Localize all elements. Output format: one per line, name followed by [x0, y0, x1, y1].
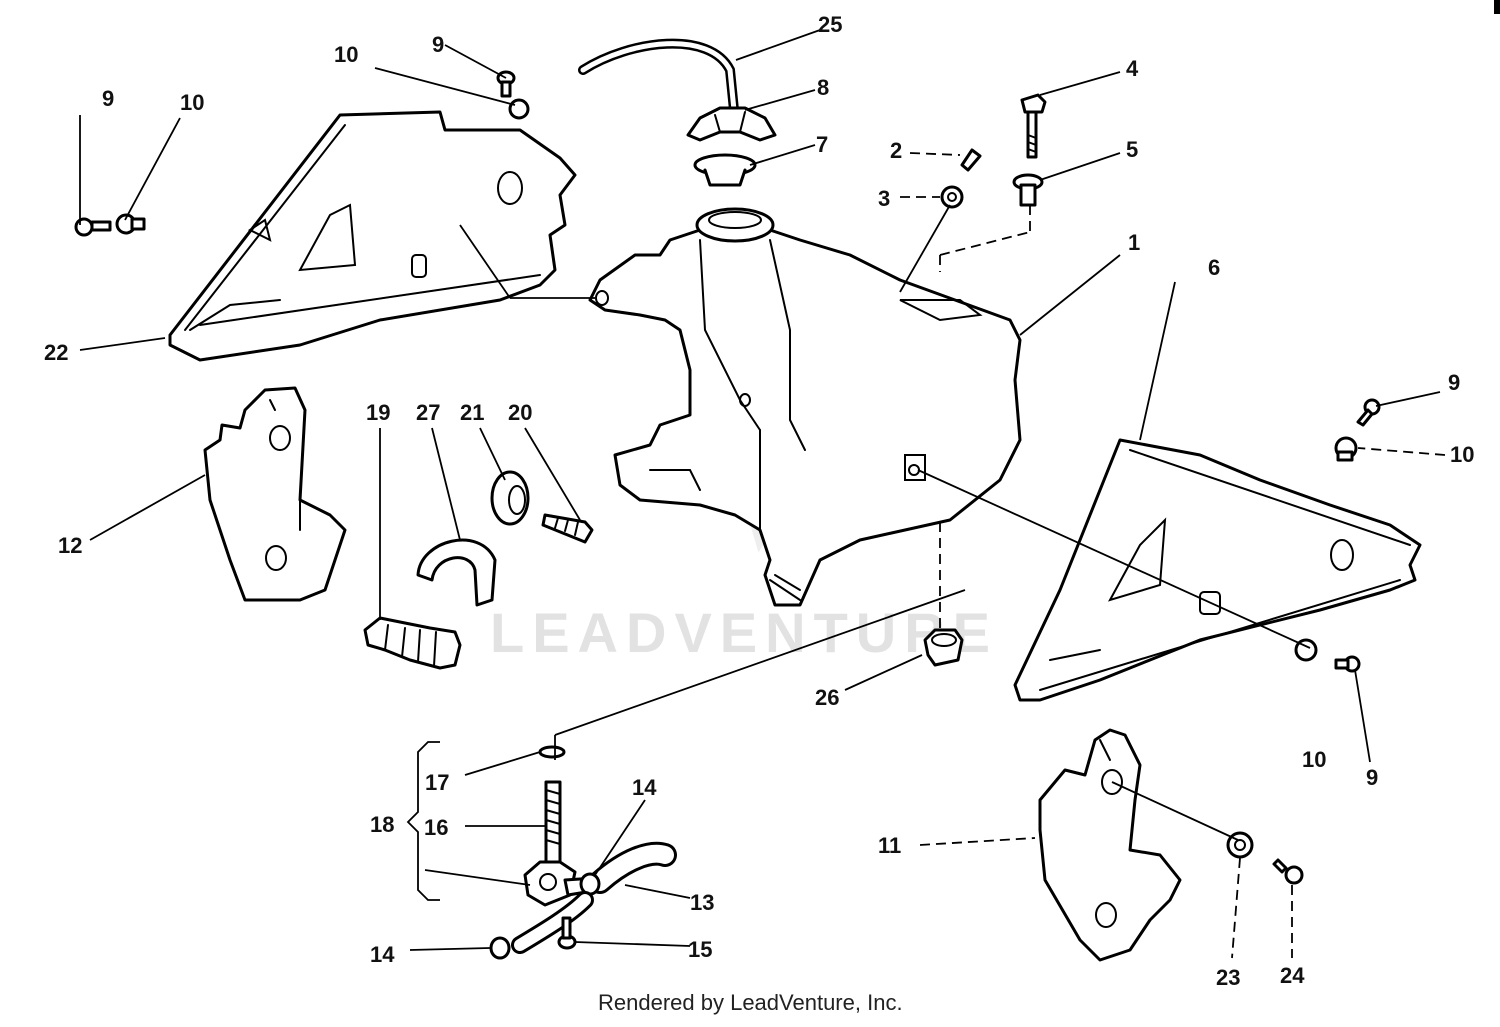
- callouts: 25 8 7 2 3 4 5 1 6 9 10 9 10 22 12 19 27…: [44, 12, 1474, 990]
- callout-7: 7: [816, 132, 828, 157]
- nut-10-left[interactable]: [115, 213, 146, 235]
- callout-9-top: 9: [432, 32, 444, 57]
- screw-2[interactable]: [960, 148, 982, 172]
- grommet-26[interactable]: [923, 628, 964, 667]
- watermark: LEADVENTURE: [490, 601, 998, 664]
- callout-15: 15: [688, 937, 712, 962]
- fuel-cap[interactable]: [686, 106, 777, 142]
- bolt-9-left[interactable]: [74, 217, 112, 237]
- bolt-9-top[interactable]: [496, 70, 516, 98]
- callout-20: 20: [508, 400, 532, 425]
- collar-5[interactable]: [1012, 173, 1044, 207]
- washer-3[interactable]: [940, 185, 964, 209]
- vent-hose[interactable]: [578, 38, 740, 125]
- left-shroud[interactable]: [168, 110, 577, 362]
- callout-5: 5: [1126, 137, 1138, 162]
- callout-10-top: 10: [334, 42, 358, 67]
- bolt-24[interactable]: [1272, 858, 1304, 885]
- callout-17: 17: [425, 770, 449, 795]
- bolt-9-right-top[interactable]: [1356, 398, 1381, 427]
- rubber-band-19[interactable]: [363, 616, 462, 670]
- damper-21[interactable]: [490, 470, 530, 526]
- fuel-tank[interactable]: [588, 207, 1022, 607]
- callout-6: 6: [1208, 255, 1220, 280]
- callout-19: 19: [366, 400, 390, 425]
- hose-lower[interactable]: [511, 891, 594, 954]
- left-bracket[interactable]: [203, 386, 347, 602]
- callout-18: 18: [370, 812, 394, 837]
- bolt-9-right-bottom[interactable]: [1334, 655, 1361, 673]
- callout-3: 3: [878, 186, 890, 211]
- callout-10-right-top: 10: [1450, 442, 1474, 467]
- callout-22: 22: [44, 340, 68, 365]
- callout-9-right-bottom: 9: [1366, 765, 1378, 790]
- callout-12: 12: [58, 533, 82, 558]
- band-27[interactable]: [416, 538, 497, 607]
- callout-10-left: 10: [180, 90, 204, 115]
- callout-26: 26: [815, 685, 839, 710]
- right-bracket[interactable]: [1038, 728, 1182, 962]
- callout-21: 21: [460, 400, 484, 425]
- render-credit: Rendered by LeadVenture, Inc.: [598, 990, 903, 1015]
- callout-11: 11: [878, 833, 901, 858]
- callout-23: 23: [1216, 965, 1240, 990]
- corner-mark: [1494, 0, 1500, 14]
- callout-8: 8: [817, 75, 829, 100]
- callout-10-right-bottom: 10: [1302, 747, 1326, 772]
- o-ring-17[interactable]: [538, 745, 566, 759]
- callout-4: 4: [1126, 56, 1139, 81]
- hose-13[interactable]: [588, 841, 677, 894]
- callout-25: 25: [818, 12, 842, 37]
- callout-9-left: 9: [102, 86, 114, 111]
- cap-gasket[interactable]: [693, 153, 757, 187]
- bolt-20[interactable]: [541, 513, 594, 544]
- callout-13: 13: [690, 890, 714, 915]
- callout-27: 27: [416, 400, 440, 425]
- clamp-14-left[interactable]: [489, 936, 511, 960]
- nut-10-right-top[interactable]: [1334, 436, 1358, 462]
- callout-16: 16: [424, 815, 448, 840]
- right-shroud[interactable]: [1013, 438, 1422, 702]
- bolt-4[interactable]: [1020, 93, 1047, 159]
- clamp-14-right[interactable]: [579, 872, 601, 896]
- callout-14-right: 14: [632, 775, 657, 800]
- nut-10-top[interactable]: [508, 98, 530, 120]
- callout-14-left: 14: [370, 942, 395, 967]
- callout-9-right-top: 9: [1448, 370, 1460, 395]
- nut-10-right-bottom[interactable]: [1294, 638, 1318, 662]
- callout-1: 1: [1128, 230, 1140, 255]
- callout-24: 24: [1280, 963, 1305, 988]
- callout-2: 2: [890, 138, 902, 163]
- leader-lines: [79, 29, 1446, 959]
